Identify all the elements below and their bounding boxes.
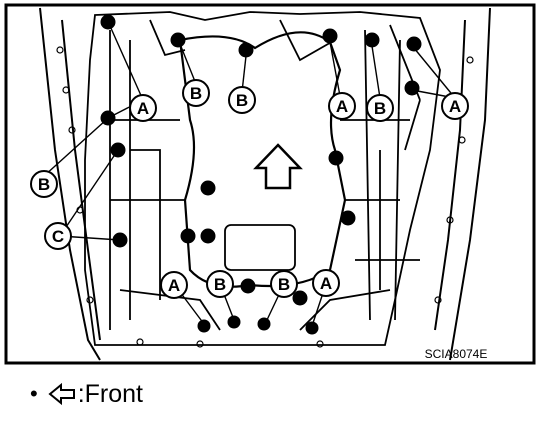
svg-text:B: B (374, 99, 386, 118)
callout-B4: B (30, 170, 58, 198)
svg-text:A: A (168, 276, 180, 295)
bolt (200, 228, 216, 244)
svg-text:B: B (236, 91, 248, 110)
callout-B2: B (228, 86, 256, 114)
svg-text:C: C (52, 227, 64, 246)
bolt (170, 32, 186, 48)
transmission-case-outline (39, 7, 491, 361)
bolt (197, 319, 211, 333)
svg-text:B: B (190, 84, 202, 103)
legend-bullet: • (30, 381, 38, 406)
legend-text: :Front (77, 379, 143, 408)
svg-text:A: A (320, 274, 332, 293)
svg-text:B: B (38, 175, 50, 194)
callout-B6: B (270, 270, 298, 298)
bolt (200, 180, 216, 196)
bolt (406, 36, 422, 52)
bolt (240, 278, 256, 294)
bolt (340, 210, 356, 226)
svg-text:A: A (137, 99, 149, 118)
svg-text:A: A (449, 97, 461, 116)
callout-A5: A (312, 269, 340, 297)
bolt (292, 290, 308, 306)
bolt (257, 317, 271, 331)
bolt (238, 42, 254, 58)
callout-B1: B (182, 79, 210, 107)
bolt (180, 228, 196, 244)
bolt (100, 14, 116, 30)
image-code: SCIA8074E (425, 347, 488, 361)
case-holes (56, 46, 474, 348)
callout-B3: B (366, 94, 394, 122)
callout-B5: B (206, 270, 234, 298)
control-valve-diagram: A B B A B A B C A B B A SCIA8 (4, 3, 536, 365)
leader-lines (43, 25, 456, 327)
legend: • :Front (30, 374, 143, 414)
bolt (364, 32, 380, 48)
bolt (322, 28, 338, 44)
front-arrow-icon (48, 382, 75, 406)
callout-A2: A (328, 92, 356, 120)
callout-C1: C (44, 222, 72, 250)
svg-text:B: B (214, 275, 226, 294)
bolts (100, 14, 422, 335)
bolt (227, 315, 241, 329)
callout-A1: A (129, 94, 157, 122)
bolt (328, 150, 344, 166)
svg-text:A: A (336, 97, 348, 116)
bolt (305, 321, 319, 335)
svg-text:B: B (278, 275, 290, 294)
front-arrow-icon (253, 143, 303, 190)
callout-A3: A (441, 92, 469, 120)
bolt (404, 80, 420, 96)
callout-A4: A (160, 271, 188, 299)
